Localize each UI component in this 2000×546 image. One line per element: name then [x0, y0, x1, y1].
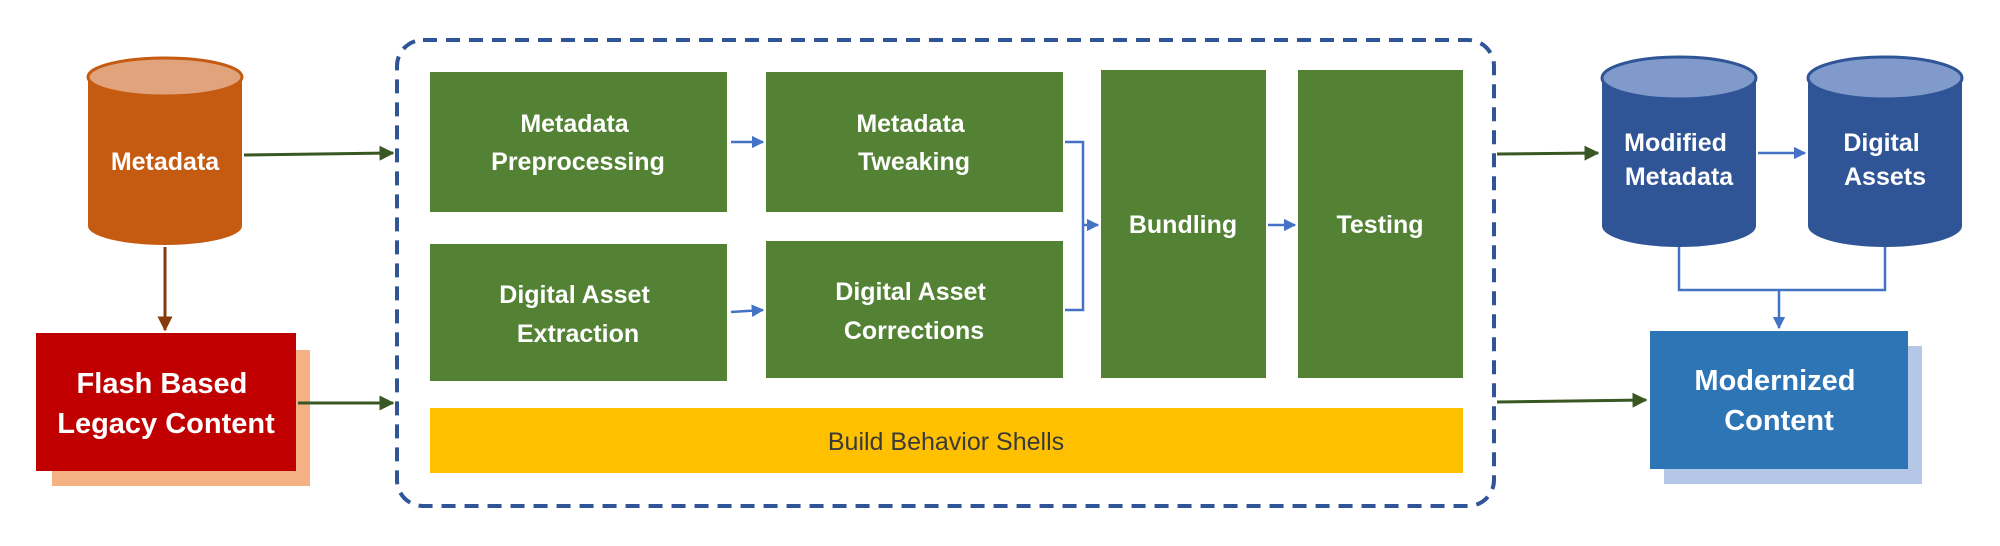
bundling-label: Bundling	[1129, 211, 1237, 239]
modified-metadata-cylinder: Modified Metadata	[1600, 55, 1758, 247]
metadata-tweaking-label: Metadata Tweaking	[856, 110, 971, 176]
arrow-pipeline-to-modernized	[1496, 392, 1648, 408]
legacy-content-label: Flash Based Legacy Content	[57, 368, 275, 440]
modernized-content-face	[1650, 331, 1908, 469]
metadata-input-cylinder: Metadata	[86, 56, 244, 245]
modernized-content-label: Modernized Content	[1694, 365, 1863, 437]
asset-extraction-label: Digital Asset Extraction	[499, 281, 656, 348]
merge-line-to-modernized	[1677, 247, 1887, 292]
legacy-content-face	[36, 333, 296, 471]
metadata-input-label: Metadata	[111, 148, 220, 176]
metadata-preprocessing-label: Metadata Preprocessing	[491, 110, 665, 176]
metadata-cylinder-body	[88, 77, 242, 245]
metadata-tweaking-box: Metadata Tweaking	[766, 72, 1063, 212]
metadata-cylinder-top	[86, 56, 244, 98]
digital-assets-label: Digital Assets	[1843, 129, 1926, 191]
metadata-preprocessing-box: Metadata Preprocessing	[430, 72, 727, 212]
legacy-content-box: Flash Based Legacy Content	[36, 333, 310, 486]
behavior-shells-bar: Build Behavior Shells	[430, 408, 1463, 473]
testing-label: Testing	[1336, 211, 1423, 239]
asset-corrections-label: Digital Asset Corrections	[835, 278, 992, 345]
arrow-extraction-to-corrections	[730, 304, 765, 317]
modernized-content-box: Modernized Content	[1650, 331, 1922, 484]
arrow-pipeline-to-modified-metadata	[1496, 145, 1600, 161]
bundling-box: Bundling	[1101, 70, 1266, 378]
behavior-shells-label: Build Behavior Shells	[828, 428, 1064, 456]
arrow-metadata-to-pipeline	[243, 145, 395, 161]
testing-box: Testing	[1298, 70, 1463, 378]
asset-corrections-box: Digital Asset Corrections	[766, 241, 1063, 378]
asset-extraction-box: Digital Asset Extraction	[430, 244, 727, 381]
modified-metadata-label: Modified Metadata	[1624, 129, 1734, 191]
digital-assets-cylinder: Digital Assets	[1806, 55, 1964, 247]
